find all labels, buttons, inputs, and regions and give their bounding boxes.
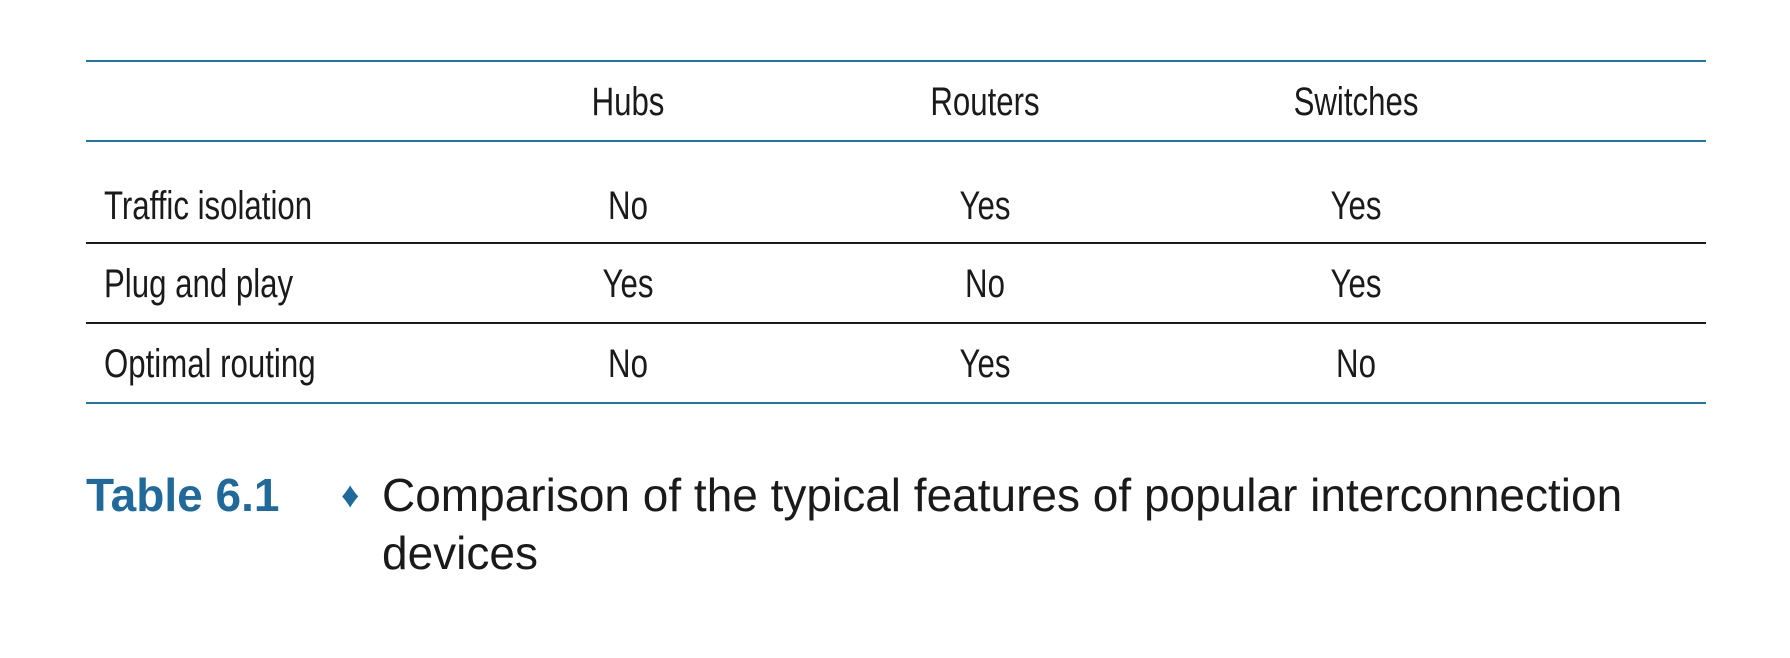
row-label: Optimal routing <box>104 342 316 386</box>
table-header-row: Hubs Routers Switches <box>86 62 1706 140</box>
cell-routers: No <box>965 262 1005 306</box>
column-header-hubs: Hubs <box>591 80 665 124</box>
row-label: Traffic isolation <box>104 184 313 228</box>
cell-routers: Yes <box>959 184 1011 228</box>
caption-label: Table 6.1 <box>86 469 280 521</box>
table-bottom-rule <box>86 402 1706 404</box>
column-header-switches: Switches <box>1293 80 1419 124</box>
column-header-routers: Routers <box>930 80 1040 124</box>
cell-switches: No <box>1336 342 1376 386</box>
cell-switches: Yes <box>1330 184 1382 228</box>
cell-hubs: No <box>608 342 648 386</box>
cell-hubs: Yes <box>602 262 654 306</box>
table-top-rule <box>86 60 1706 62</box>
table-row: Optimal routing No Yes No <box>86 324 1706 402</box>
table-row: Traffic isolation No Yes Yes <box>86 186 1706 242</box>
row-divider <box>86 242 1706 244</box>
cell-hubs: No <box>608 184 648 228</box>
comparison-table: Hubs Routers Switches Traffic isolation … <box>86 60 1706 404</box>
row-label: Plug and play <box>104 262 294 306</box>
cell-routers: Yes <box>959 342 1011 386</box>
caption-text: Comparison of the typical features of po… <box>382 469 1623 579</box>
diamond-icon: ♦ <box>341 474 360 515</box>
cell-switches: Yes <box>1330 262 1382 306</box>
table-row: Plug and play Yes No Yes <box>86 244 1706 322</box>
table-header-rule <box>86 140 1706 142</box>
row-divider <box>86 322 1706 324</box>
